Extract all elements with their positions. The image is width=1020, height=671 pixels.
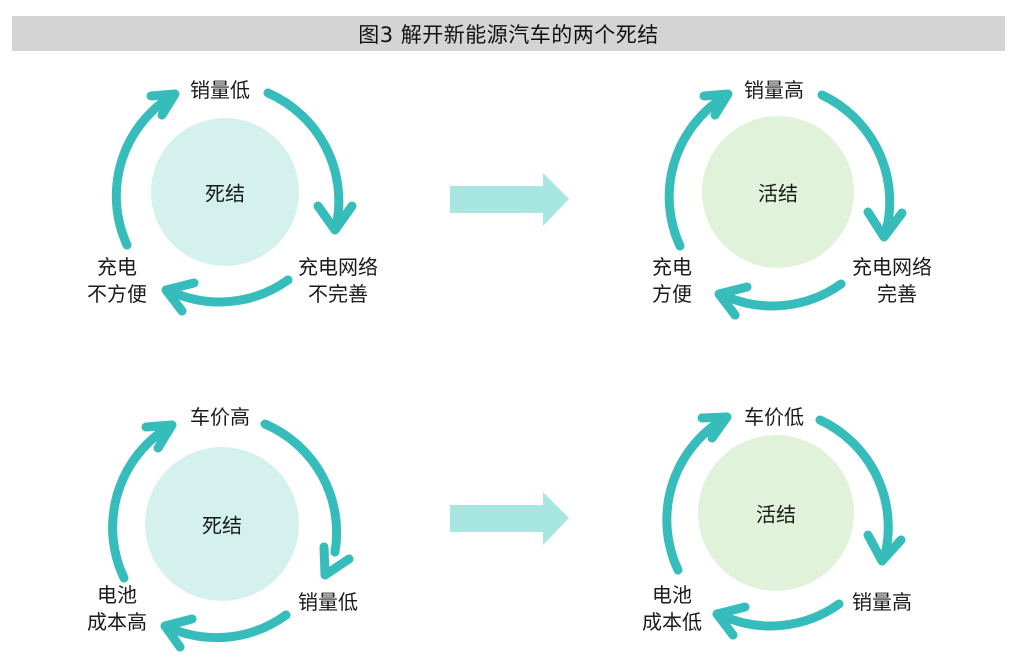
cycle-arrow-bottom bbox=[720, 279, 846, 311]
node-top: 销量低 bbox=[190, 78, 250, 102]
arrowhead-icon bbox=[160, 614, 197, 652]
core-circle-live bbox=[702, 116, 854, 268]
arrowhead-icon bbox=[319, 542, 354, 580]
arrowhead-icon bbox=[161, 278, 199, 316]
arrowhead-icon bbox=[697, 412, 732, 443]
node-left-line1: 电池 bbox=[97, 583, 137, 607]
node-right-line1: 销量高 bbox=[852, 590, 912, 614]
core-circle-dead bbox=[145, 447, 299, 601]
cycle-1-live bbox=[664, 89, 907, 320]
node-left-line2: 成本高 bbox=[87, 610, 147, 634]
node-right-line2: 完善 bbox=[877, 282, 917, 306]
node-right-line2: 不完善 bbox=[308, 282, 368, 306]
node-right-line1: 销量低 bbox=[298, 590, 358, 614]
cycle-arrow-bottom bbox=[167, 275, 293, 307]
core-label: 活结 bbox=[758, 181, 798, 206]
node-left-line1: 充电 bbox=[97, 255, 137, 279]
transition-arrow-icon bbox=[450, 492, 569, 545]
cycle-arrow-left bbox=[664, 92, 729, 251]
node-left-line2: 方便 bbox=[652, 282, 692, 306]
arrowhead-icon bbox=[146, 89, 180, 120]
transition-arrow-icon bbox=[450, 173, 569, 226]
arrowhead-icon bbox=[863, 207, 907, 242]
arrowhead-icon bbox=[141, 420, 177, 453]
cycle-arrow-top-right bbox=[817, 90, 895, 232]
cycle-arrow-bottom bbox=[165, 610, 291, 643]
core-label: 死结 bbox=[202, 513, 242, 538]
node-top: 车价高 bbox=[190, 405, 250, 429]
cycle-arrow-left bbox=[662, 415, 727, 575]
arrowhead-icon bbox=[313, 201, 357, 235]
node-right-line1: 充电网络 bbox=[298, 255, 378, 279]
node-left-line2: 成本低 bbox=[642, 610, 702, 634]
arrowhead-icon bbox=[699, 89, 733, 120]
node-right-line1: 充电网络 bbox=[852, 255, 932, 279]
cycle-1-dead bbox=[111, 88, 357, 316]
cycle-2-dead bbox=[108, 419, 354, 652]
cycle-arrow-left bbox=[108, 423, 172, 583]
arrowhead-icon bbox=[863, 530, 906, 566]
node-top: 车价低 bbox=[744, 405, 804, 429]
node-left-line1: 电池 bbox=[652, 583, 692, 607]
cycle-2-live bbox=[662, 412, 906, 640]
cycle-arrow-left bbox=[111, 92, 175, 250]
node-top: 销量高 bbox=[744, 78, 804, 102]
arrowhead-icon bbox=[714, 282, 752, 320]
core-label: 活结 bbox=[756, 502, 796, 527]
cycle-arrow-top-right bbox=[815, 415, 893, 555]
node-left-line1: 充电 bbox=[652, 255, 692, 279]
cycle-arrow-bottom bbox=[718, 599, 844, 631]
core-label: 死结 bbox=[205, 181, 245, 206]
arrowhead-icon bbox=[712, 602, 750, 640]
core-circle-dead bbox=[151, 118, 299, 266]
core-circle-live bbox=[698, 435, 854, 591]
cycle-arrow-top-right bbox=[263, 88, 344, 227]
cycle-arrow-top-right bbox=[260, 419, 342, 557]
figure-title: 图3 解开新能源汽车的两个死结 bbox=[358, 22, 659, 47]
node-left-line2: 不方便 bbox=[87, 282, 147, 306]
figure-title-bar: 图3 解开新能源汽车的两个死结 bbox=[12, 16, 1005, 51]
